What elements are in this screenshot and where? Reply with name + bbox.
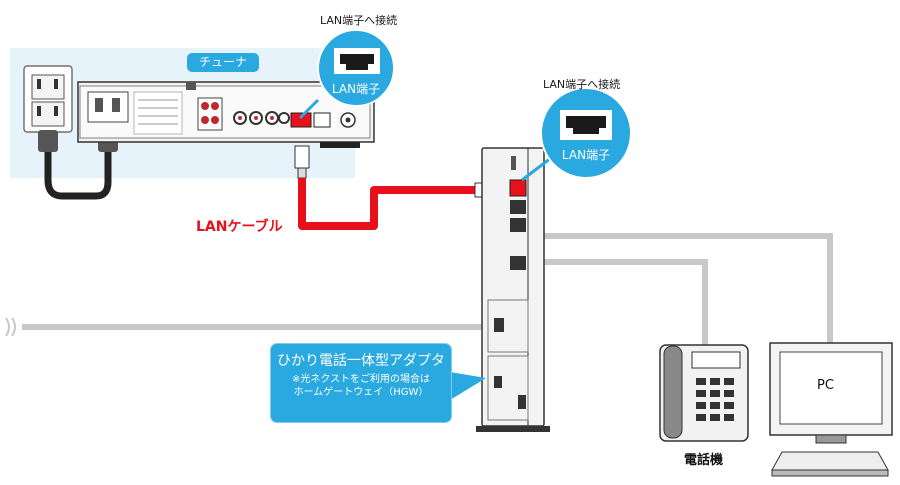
adapter-note-line2: ホームゲートウェイ（HGW） xyxy=(293,387,429,398)
lan-cable xyxy=(298,178,482,230)
adapter-note-line1: ※光ネクストをご利用の場合は xyxy=(291,374,431,385)
telephone xyxy=(659,344,749,442)
connection-lines xyxy=(14,233,833,345)
tuner-device xyxy=(77,81,375,148)
tuner-lan-callout-title: LAN端子へ接続 xyxy=(320,14,398,27)
adapter-lan-bubble xyxy=(521,87,632,182)
adapter-callout: ひかり電話一体型アダプタ ※光ネクストをご利用の場合は ホームゲートウェイ（HG… xyxy=(271,344,451,422)
adapter-name: ひかり電話一体型アダプタ xyxy=(277,353,445,369)
tuner-lan-port-label: LAN端子 xyxy=(331,82,381,96)
wall-outlet xyxy=(23,65,73,133)
line-break-mark xyxy=(4,316,22,340)
tuner-label: チューナ xyxy=(187,53,259,72)
pc-monitor xyxy=(769,342,893,477)
adapter-lan-port-label: LAN端子 xyxy=(561,148,611,162)
adapter-callout-pointer xyxy=(450,372,486,400)
tuner-lan-bubble xyxy=(298,29,395,120)
lan-cable-label: LANケーブル xyxy=(196,219,283,235)
adapter-device xyxy=(476,147,550,432)
phone-label: 電話機 xyxy=(684,453,724,468)
adapter-lan-callout-title: LAN端子へ接続 xyxy=(543,78,621,91)
pc-label: PC xyxy=(817,378,834,393)
